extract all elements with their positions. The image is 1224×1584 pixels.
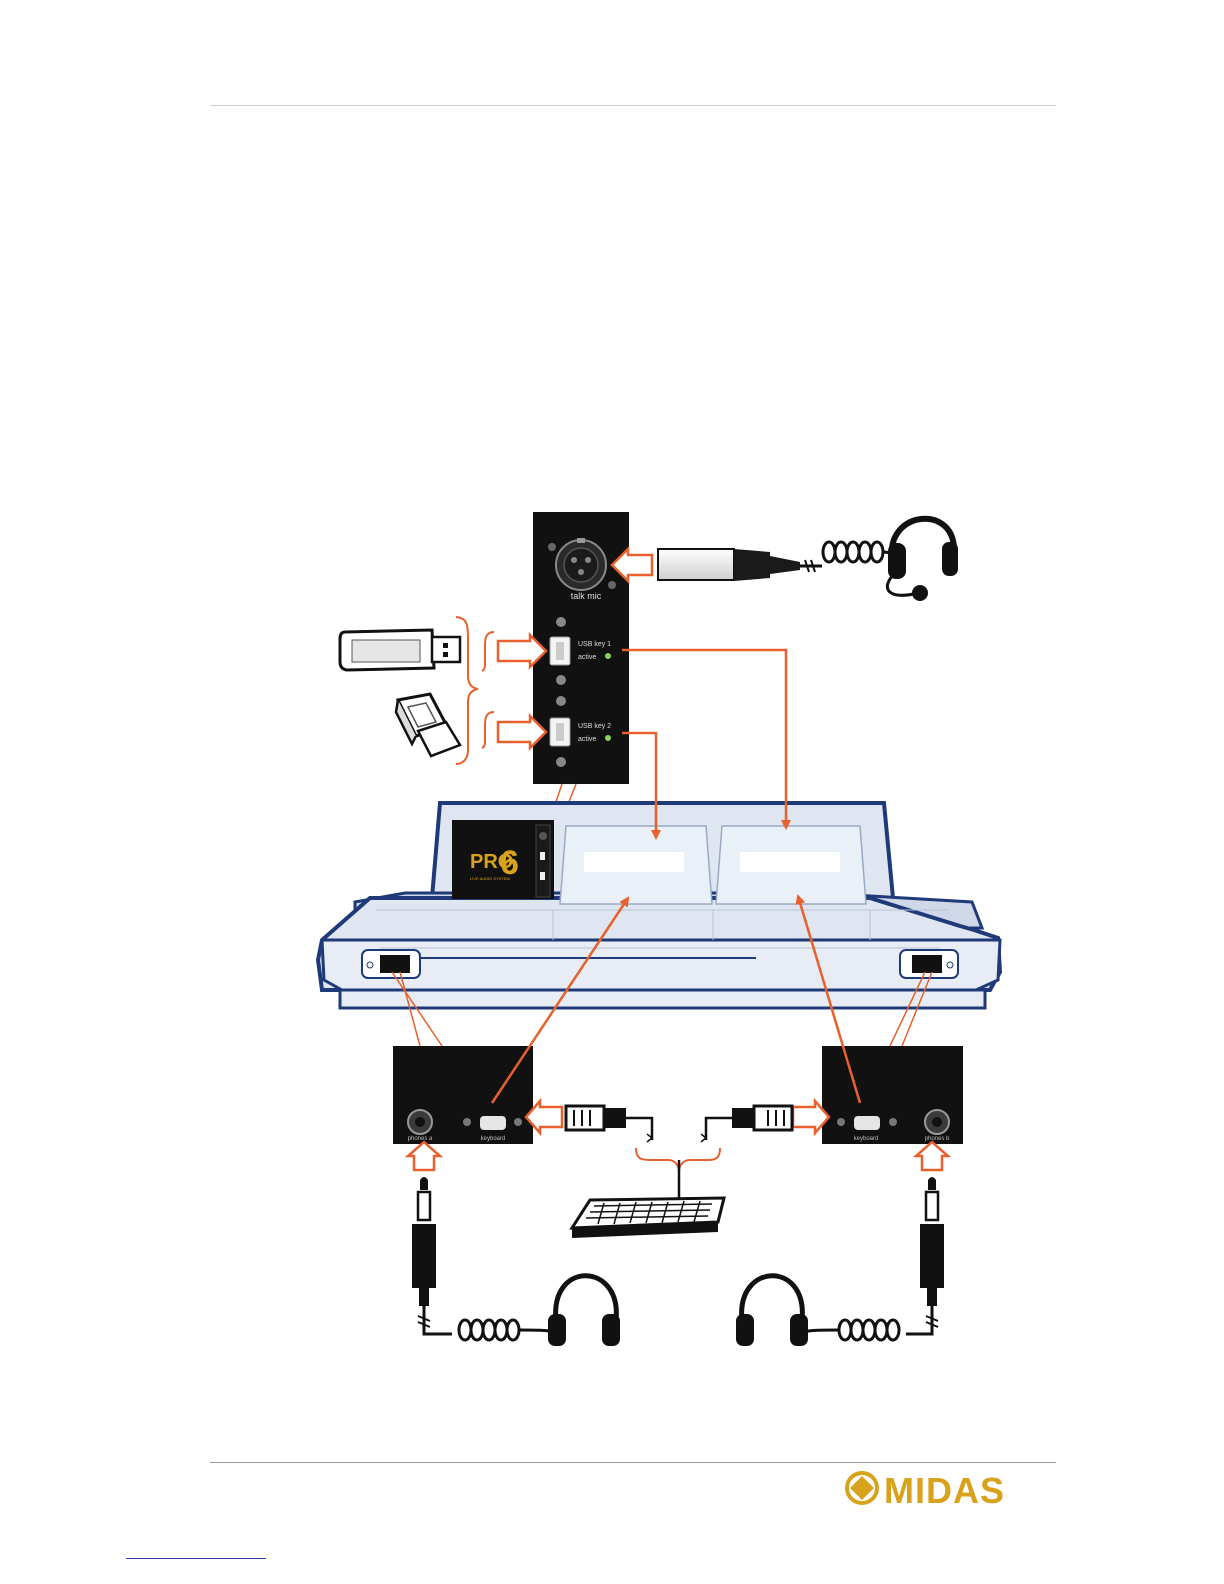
midas-logo: MIDAS — [847, 1470, 1005, 1511]
pc-keyboard-icon — [572, 1198, 724, 1238]
usb-port-1[interactable] — [550, 637, 570, 665]
headset-icon — [887, 519, 958, 601]
usb-key-2-label: USB key 2 — [578, 723, 611, 730]
headphones-icon-left — [548, 1276, 620, 1346]
phones-a-label: phones a — [408, 1136, 433, 1142]
insert-arrow-phones-b — [916, 1142, 948, 1170]
keyboard-port-right[interactable] — [854, 1116, 880, 1130]
talk-mic-label: talk mic — [571, 591, 602, 601]
xlr-plug — [658, 549, 800, 581]
talk-mic-usb-panel: talk mic USB key 1 active USB key 2 acti… — [533, 512, 629, 784]
keyboard-label-right: keyboard — [854, 1136, 879, 1142]
usb-key-1-label: USB key 1 — [578, 641, 611, 648]
ps2-plug-left — [566, 1106, 626, 1130]
phones-b-label: phones b — [925, 1136, 950, 1142]
front-panel-right: keyboard phones b — [822, 1046, 963, 1144]
headphones-icon-right — [736, 1276, 808, 1346]
front-panel-left: phones a keyboard — [393, 1046, 533, 1144]
active-label-2: active — [578, 736, 596, 743]
usb-port-2[interactable] — [550, 718, 570, 746]
insert-arrow-phones-a — [408, 1142, 440, 1170]
active-led-1 — [605, 653, 611, 659]
pro6-logo-subtitle: LIVE AUDIO SYSTEM — [470, 876, 510, 881]
jack-plug-right — [920, 1177, 944, 1306]
keyboard-label-left: keyboard — [481, 1136, 506, 1142]
console-port-left — [362, 950, 420, 978]
keyboard-port-left[interactable] — [480, 1116, 506, 1130]
active-led-2 — [605, 735, 611, 741]
xlr-socket[interactable] — [556, 538, 606, 590]
midas-logo-text: MIDAS — [884, 1470, 1005, 1511]
jack-plug-left — [412, 1177, 436, 1306]
usb-mini-drive-icon — [396, 694, 460, 756]
ps2-plug-right — [732, 1106, 792, 1130]
usb-flash-drive-icon — [340, 630, 460, 670]
active-label-1: active — [578, 654, 596, 661]
console-port-right — [900, 950, 958, 978]
pro6-console: PRO 6 LIVE AUDIO SYSTEM — [318, 803, 1000, 1008]
